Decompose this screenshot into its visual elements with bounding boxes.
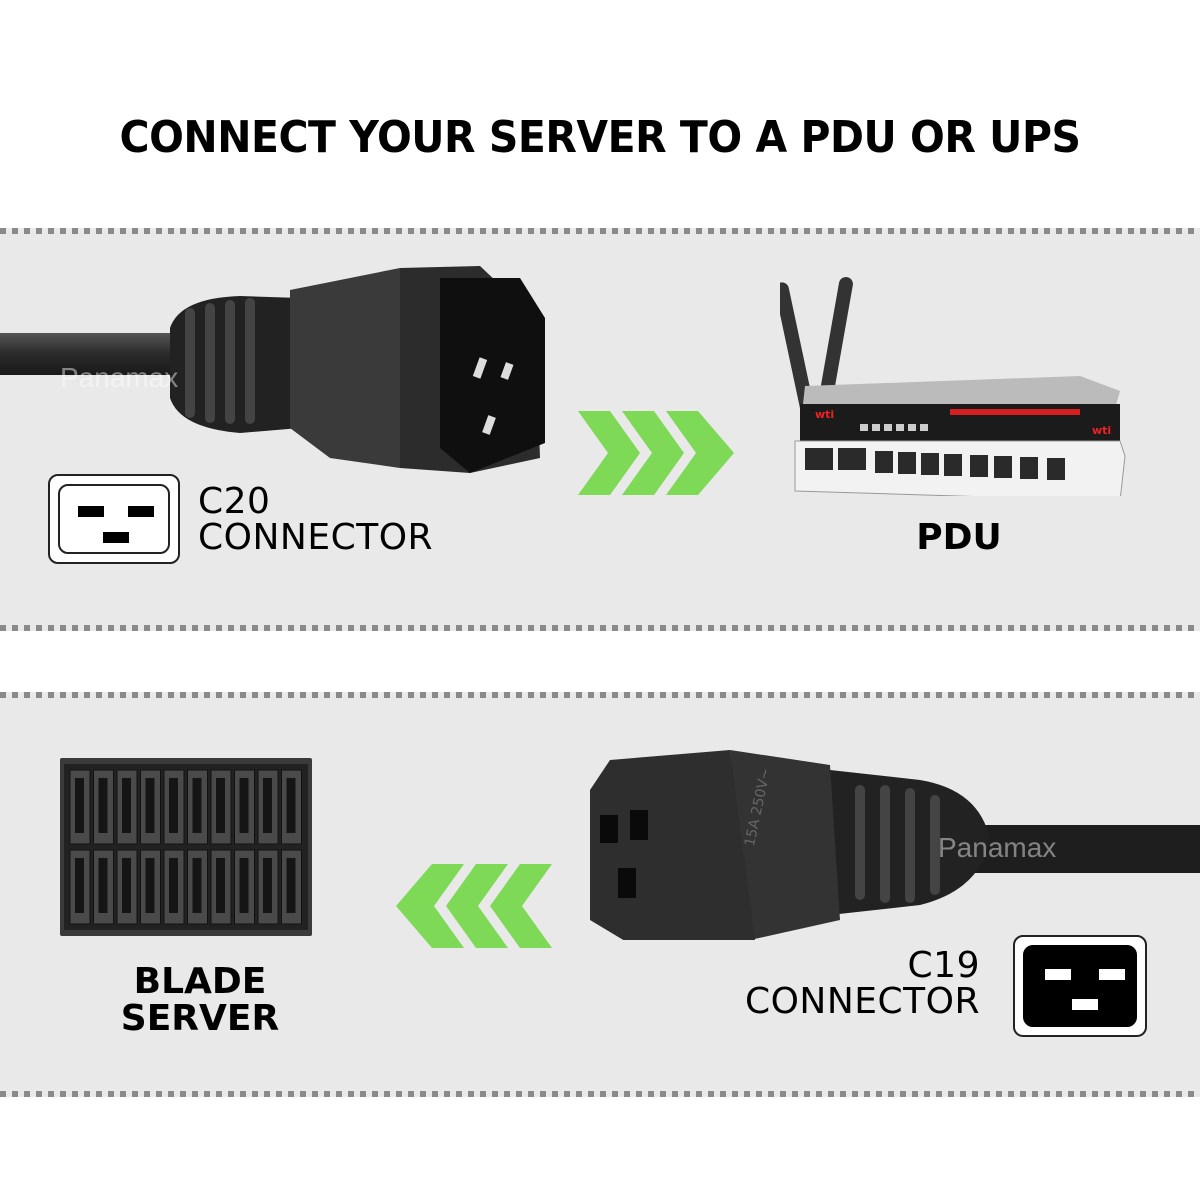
blade-label-line2: SERVER	[120, 997, 280, 1039]
blade-server-label: BLADE SERVER	[100, 961, 300, 1039]
pdu-image: wti wti	[780, 276, 1126, 496]
blade-handle	[216, 778, 225, 833]
blade-handle	[286, 858, 296, 913]
blade-handle	[239, 778, 249, 833]
blade-handle	[239, 858, 249, 913]
watermark: Panamax	[938, 832, 1057, 863]
blade-handle	[169, 778, 178, 833]
blade-handle	[263, 858, 272, 913]
arrow-left-icon	[396, 864, 552, 948]
blade-handle	[145, 778, 155, 833]
blade-handle	[98, 858, 108, 913]
page-title: CONNECT YOUR SERVER TO A PDU OR UPS	[119, 112, 1081, 163]
blade-server-image	[60, 758, 312, 936]
blade-handle	[263, 778, 272, 833]
blade-handle	[122, 858, 131, 913]
blade-handle	[98, 778, 108, 833]
blade-handle	[75, 858, 84, 913]
dotted-divider	[0, 1091, 1200, 1097]
svg-text:wti: wti	[1092, 424, 1111, 437]
pdu-label: PDU	[916, 517, 1002, 558]
arrow-right-icon	[578, 411, 734, 495]
blade-handle	[286, 778, 296, 833]
blade-label-line1: BLADE	[133, 961, 267, 1002]
blade-handle	[122, 778, 131, 833]
dotted-divider	[0, 228, 1200, 234]
c20-connector-label: C20 CONNECTOR	[198, 481, 434, 558]
top-section: Panamax C20 CONNECTOR wti wti	[0, 228, 1200, 631]
bottom-section: BLADE SERVER 15A 250V~ Panamax C19 CONNE…	[0, 692, 1200, 1097]
blade-handle	[145, 858, 155, 913]
dotted-divider	[0, 692, 1200, 698]
blade-handle	[169, 858, 178, 913]
c19-connector-label: C19 CONNECTOR	[744, 945, 980, 1022]
blade-handle	[192, 858, 202, 913]
c19-plug-image: 15A 250V~	[590, 750, 1200, 940]
svg-text:wti: wti	[815, 408, 834, 421]
c19-outlet-icon	[1013, 935, 1147, 1037]
blade-handle	[192, 778, 202, 833]
blade-handle	[216, 858, 225, 913]
watermark: Panamax	[60, 362, 179, 393]
c20-plug-image	[0, 266, 545, 473]
blade-handle	[75, 778, 84, 833]
c20-inlet-icon	[48, 474, 180, 564]
dotted-divider	[0, 625, 1200, 631]
